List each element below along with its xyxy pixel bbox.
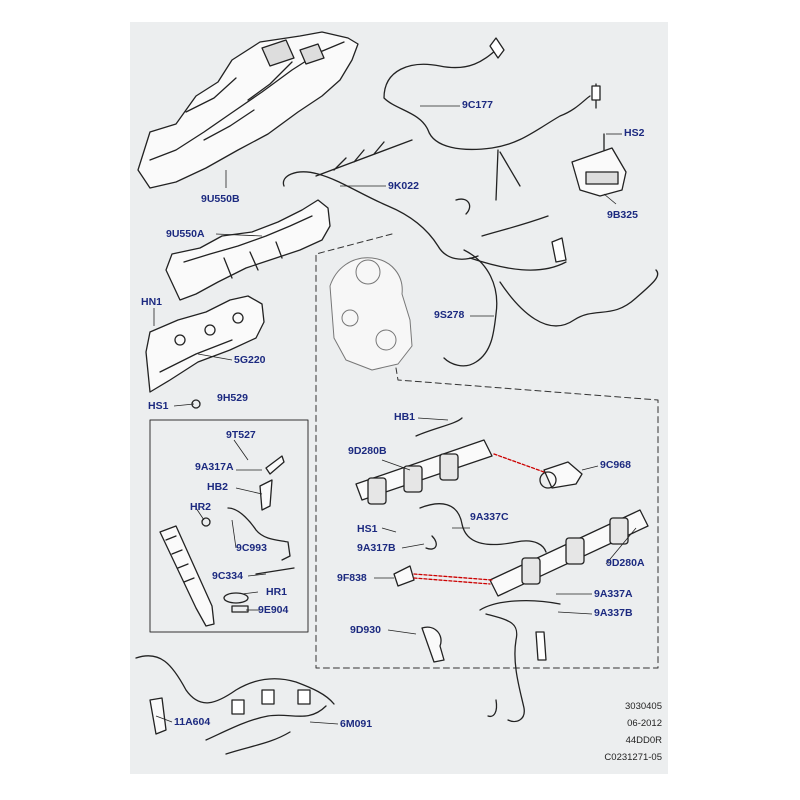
label-9d280b: 9D280B (348, 445, 387, 457)
label-9s278: 9S278 (434, 309, 465, 321)
fuel-return-pipe-drawing (383, 37, 601, 201)
label-hr1: HR1 (266, 586, 288, 598)
label-9d930: 9D930 (350, 624, 381, 636)
label-9d280a: 9D280A (606, 557, 645, 569)
label-9a337a: 9A337A (594, 588, 633, 600)
label-9e904: 9E904 (258, 604, 289, 616)
label-hs1-top: HS1 (148, 400, 169, 412)
connector-drawing (421, 626, 445, 663)
label-engine-cover-top: 9U550B (201, 193, 240, 205)
label-hr2: HR2 (190, 501, 212, 513)
label-hn1: HN1 (141, 296, 163, 308)
fuel-rail-left-drawing (355, 417, 493, 505)
label-9t527: 9T527 (226, 429, 256, 441)
fuel-rail-right-drawing (489, 509, 649, 597)
label-heat-shield: 5G220 (234, 354, 266, 366)
label-hs2: HS2 (624, 127, 645, 139)
label-9c968: 9C968 (600, 459, 631, 471)
label-9a337b: 9A337B (594, 607, 633, 619)
stamp-line-4: C0231271-05 (604, 752, 662, 763)
fuel-leak-pipe-drawing (282, 139, 549, 260)
pressure-sensor-drawing (393, 565, 493, 587)
rail-pipe-drawing (419, 503, 547, 553)
fuel-pump-drawing (329, 257, 413, 371)
stamp-line-2: 06-2012 (627, 718, 662, 729)
label-engine-cover-mid: 9U550A (166, 228, 205, 240)
fuel-return-line-drawing (479, 599, 561, 723)
label-9c177: 9C177 (462, 99, 493, 111)
label-injector-kit: 9H529 (217, 392, 248, 404)
stamp-line-1: 3030405 (625, 701, 662, 712)
glow-plug-drawing (149, 697, 167, 735)
label-9k022: 9K022 (388, 180, 419, 192)
bracket-drawing (571, 133, 627, 197)
label-11a604: 11A604 (174, 716, 211, 728)
leader-lines (153, 105, 637, 725)
label-hb1: HB1 (394, 411, 416, 423)
engine-cover-mid-drawing (165, 199, 331, 301)
label-9c334: 9C334 (212, 570, 243, 582)
label-9a317b: 9A317B (357, 542, 396, 554)
label-9a337c: 9A337C (470, 511, 509, 523)
label-hs1-mid: HS1 (357, 523, 378, 535)
label-9a317a: 9A317A (195, 461, 234, 473)
high-pressure-pipe-drawing (443, 237, 659, 367)
label-9f838: 9F838 (337, 572, 367, 584)
label-9b325: 9B325 (607, 209, 638, 221)
engine-cover-top-drawing (137, 31, 359, 189)
label-hb2: HB2 (207, 481, 229, 493)
label-9c993: 9C993 (236, 542, 267, 554)
stamp-line-3: 44DD0R (625, 735, 662, 746)
pressure-valve-drawing (493, 453, 583, 489)
heat-shield-drawing (145, 295, 265, 393)
label-6m091: 6M091 (340, 718, 373, 730)
wiring-harness-drawing (135, 655, 335, 755)
